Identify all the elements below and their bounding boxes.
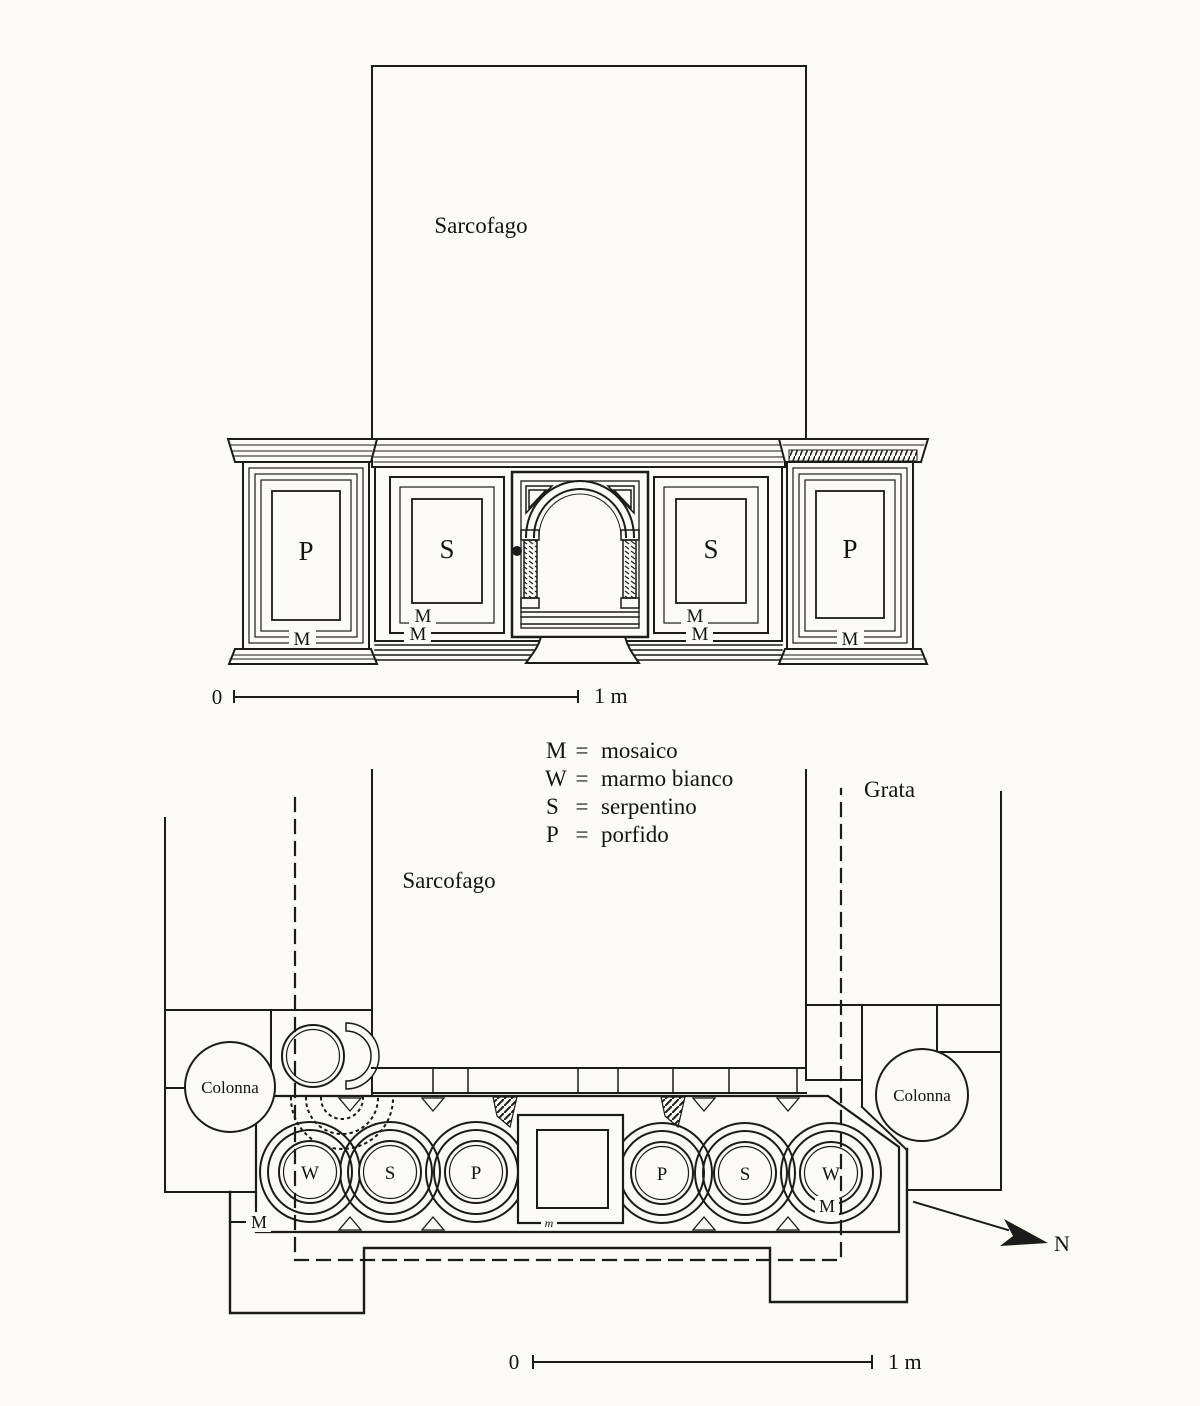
legend-value-p: porfido bbox=[601, 822, 669, 847]
block-joints bbox=[432, 1067, 798, 1094]
column-circle-right bbox=[875, 1048, 969, 1142]
legend-eq-s: = bbox=[576, 794, 589, 819]
panel-s-right: S M M bbox=[653, 476, 769, 645]
scale-bar-elevation: 0 1 m bbox=[212, 683, 628, 709]
mosaic-label-s-left-lower: M bbox=[410, 624, 427, 645]
door-knob bbox=[512, 546, 522, 556]
hatched-wedge-right bbox=[660, 1096, 686, 1129]
cornice bbox=[371, 438, 786, 468]
colonnette-left bbox=[523, 539, 538, 599]
frieze-ornament bbox=[788, 449, 918, 462]
roundel-label-w-left: W bbox=[301, 1163, 319, 1184]
filler-triangles bbox=[337, 1097, 801, 1231]
panel-label-p-right: P bbox=[842, 534, 857, 564]
scale-start-plan: 0 bbox=[509, 1350, 520, 1374]
legend-eq-p: = bbox=[576, 822, 589, 847]
roundel-label-p-right: P bbox=[657, 1164, 668, 1185]
guilloche-band: W S P P S W m M M bbox=[231, 1094, 901, 1234]
mosaic-label-pilaster-left: M bbox=[294, 629, 311, 650]
roundel-label-p-left: P bbox=[471, 1163, 482, 1184]
grata-dashed-outline bbox=[293, 787, 843, 1262]
legend-key-s: S bbox=[546, 794, 559, 819]
plan-drawing: Sarcofago bbox=[164, 769, 1070, 1374]
legend-key-p: P bbox=[546, 822, 559, 847]
elevation-drawing: Sarcofago P M bbox=[212, 65, 930, 709]
mosaic-label-pilaster-right: M bbox=[842, 629, 859, 650]
sarcophagus-label-elevation: Sarcofago bbox=[434, 213, 527, 238]
central-square-panel: m bbox=[516, 1113, 625, 1230]
scale-end-elevation: 1 m bbox=[594, 683, 628, 708]
grata-label: Grata bbox=[864, 777, 915, 802]
legend-eq-m: = bbox=[576, 738, 589, 763]
legend-key-m: M bbox=[546, 738, 566, 763]
mosaic-label-s-right-lower: M bbox=[692, 624, 709, 645]
sarcophagus-label-plan: Sarcofago bbox=[402, 868, 495, 893]
pier-right bbox=[805, 769, 1002, 1191]
scale-start-elevation: 0 bbox=[212, 685, 223, 709]
column-label-right: Colonna bbox=[893, 1086, 951, 1105]
roundel-label-s-left: S bbox=[385, 1163, 396, 1184]
sarcophagus-outline-elevation bbox=[371, 65, 807, 439]
spandrel-right bbox=[606, 485, 635, 515]
scale-bar-plan: 0 1 m bbox=[509, 1349, 922, 1374]
legend: M = mosaico W = marmo bianco S = serpent… bbox=[545, 738, 733, 847]
scale-end-plan: 1 m bbox=[888, 1349, 922, 1374]
mosaic-label-s-left-upper: M bbox=[415, 606, 432, 627]
mosaic-label-plan-left: M bbox=[251, 1212, 267, 1232]
mosaic-label-plan-right: M bbox=[819, 1196, 835, 1216]
legend-value-m: mosaico bbox=[601, 738, 678, 763]
sarcophagus-plan: Sarcofago bbox=[371, 868, 807, 1094]
niche-step bbox=[524, 636, 641, 664]
panel-label-s-right: S bbox=[703, 534, 718, 564]
north-label: N bbox=[1054, 1231, 1070, 1256]
small-column-socket bbox=[281, 1024, 345, 1088]
legend-value-w: marmo bianco bbox=[601, 766, 733, 791]
central-niche bbox=[510, 470, 650, 664]
mosaic-label-s-right-upper: M bbox=[687, 606, 704, 627]
bracket-shape bbox=[345, 1022, 380, 1090]
colonnette-right bbox=[622, 539, 637, 599]
spandrel-left bbox=[525, 485, 554, 515]
legend-value-s: serpentino bbox=[601, 794, 697, 819]
column-label-left: Colonna bbox=[201, 1078, 259, 1097]
north-arrowhead bbox=[1000, 1219, 1048, 1246]
pilaster-left: P M bbox=[226, 438, 379, 665]
north-arrow: N bbox=[912, 1200, 1070, 1256]
hatched-wedge-left bbox=[492, 1096, 518, 1129]
pilaster-right: P M bbox=[777, 438, 930, 665]
panel-s-left: S M M bbox=[389, 476, 505, 645]
roundel-label-s-right: S bbox=[740, 1164, 751, 1185]
panel-label-s-left: S bbox=[439, 534, 454, 564]
dotted-reconstruction-arcs bbox=[289, 1096, 395, 1150]
mosaic-label-small: m bbox=[545, 1216, 554, 1230]
roundel-label-w-right: W bbox=[822, 1164, 840, 1185]
pier-left bbox=[164, 769, 380, 1193]
platform-outline bbox=[228, 1147, 909, 1315]
column-circle-left bbox=[184, 1041, 276, 1133]
panel-label-p-left: P bbox=[298, 536, 313, 566]
legend-key-w: W bbox=[545, 766, 567, 791]
legend-eq-w: = bbox=[576, 766, 589, 791]
